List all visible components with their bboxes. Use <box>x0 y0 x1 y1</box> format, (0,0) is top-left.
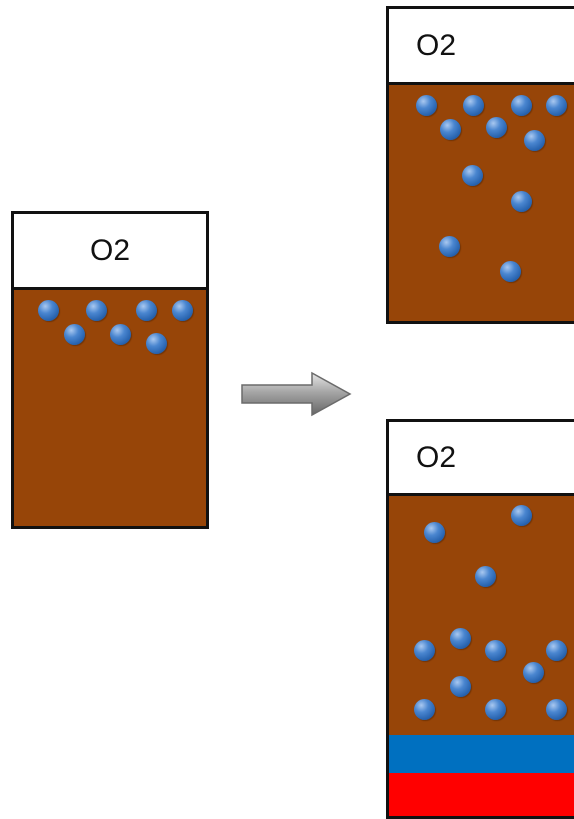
oxygen-bubble <box>475 566 496 587</box>
oxygen-bubble <box>450 628 471 649</box>
right-arrow-icon <box>241 371 352 417</box>
result-bottom-gas-label: O2 <box>415 440 457 474</box>
result-top-soil <box>389 85 574 321</box>
oxygen-bubble <box>511 95 532 116</box>
oxygen-bubble <box>511 191 532 212</box>
oxygen-bubble <box>38 300 59 321</box>
oxygen-bubble <box>414 699 435 720</box>
oxygen-bubble <box>86 300 107 321</box>
oxygen-bubble <box>416 95 437 116</box>
red-layer <box>389 773 574 816</box>
oxygen-bubble <box>500 261 521 282</box>
oxygen-bubble <box>485 640 506 661</box>
oxygen-bubble <box>439 236 460 257</box>
oxygen-bubble <box>414 640 435 661</box>
oxygen-bubble <box>511 505 532 526</box>
oxygen-bubble <box>64 324 85 345</box>
result-bottom-soil <box>389 496 574 735</box>
result-top-gas-label: O2 <box>415 28 457 62</box>
oxygen-bubble <box>146 333 167 354</box>
initial-soil <box>14 290 206 526</box>
initial-gas-label: O2 <box>89 233 131 267</box>
result-bottom-headspace: O2 <box>389 422 574 496</box>
blue-layer <box>389 735 574 773</box>
oxygen-bubble <box>462 165 483 186</box>
oxygen-bubble <box>110 324 131 345</box>
initial-headspace: O2 <box>14 214 206 290</box>
initial-beaker: O2 <box>11 211 209 529</box>
result-top-headspace: O2 <box>389 9 574 85</box>
oxygen-bubble <box>463 95 484 116</box>
oxygen-bubble <box>440 119 461 140</box>
oxygen-bubble <box>486 117 507 138</box>
oxygen-bubble <box>523 662 544 683</box>
oxygen-bubble <box>136 300 157 321</box>
oxygen-bubble <box>546 699 567 720</box>
oxygen-bubble <box>524 130 545 151</box>
oxygen-bubble <box>172 300 193 321</box>
result-bottom-beaker: O2 <box>386 419 574 819</box>
oxygen-bubble <box>546 640 567 661</box>
result-top-beaker: O2 <box>386 6 574 324</box>
oxygen-bubble <box>546 95 567 116</box>
oxygen-bubble <box>450 676 471 697</box>
oxygen-bubble <box>424 522 445 543</box>
oxygen-bubble <box>485 699 506 720</box>
